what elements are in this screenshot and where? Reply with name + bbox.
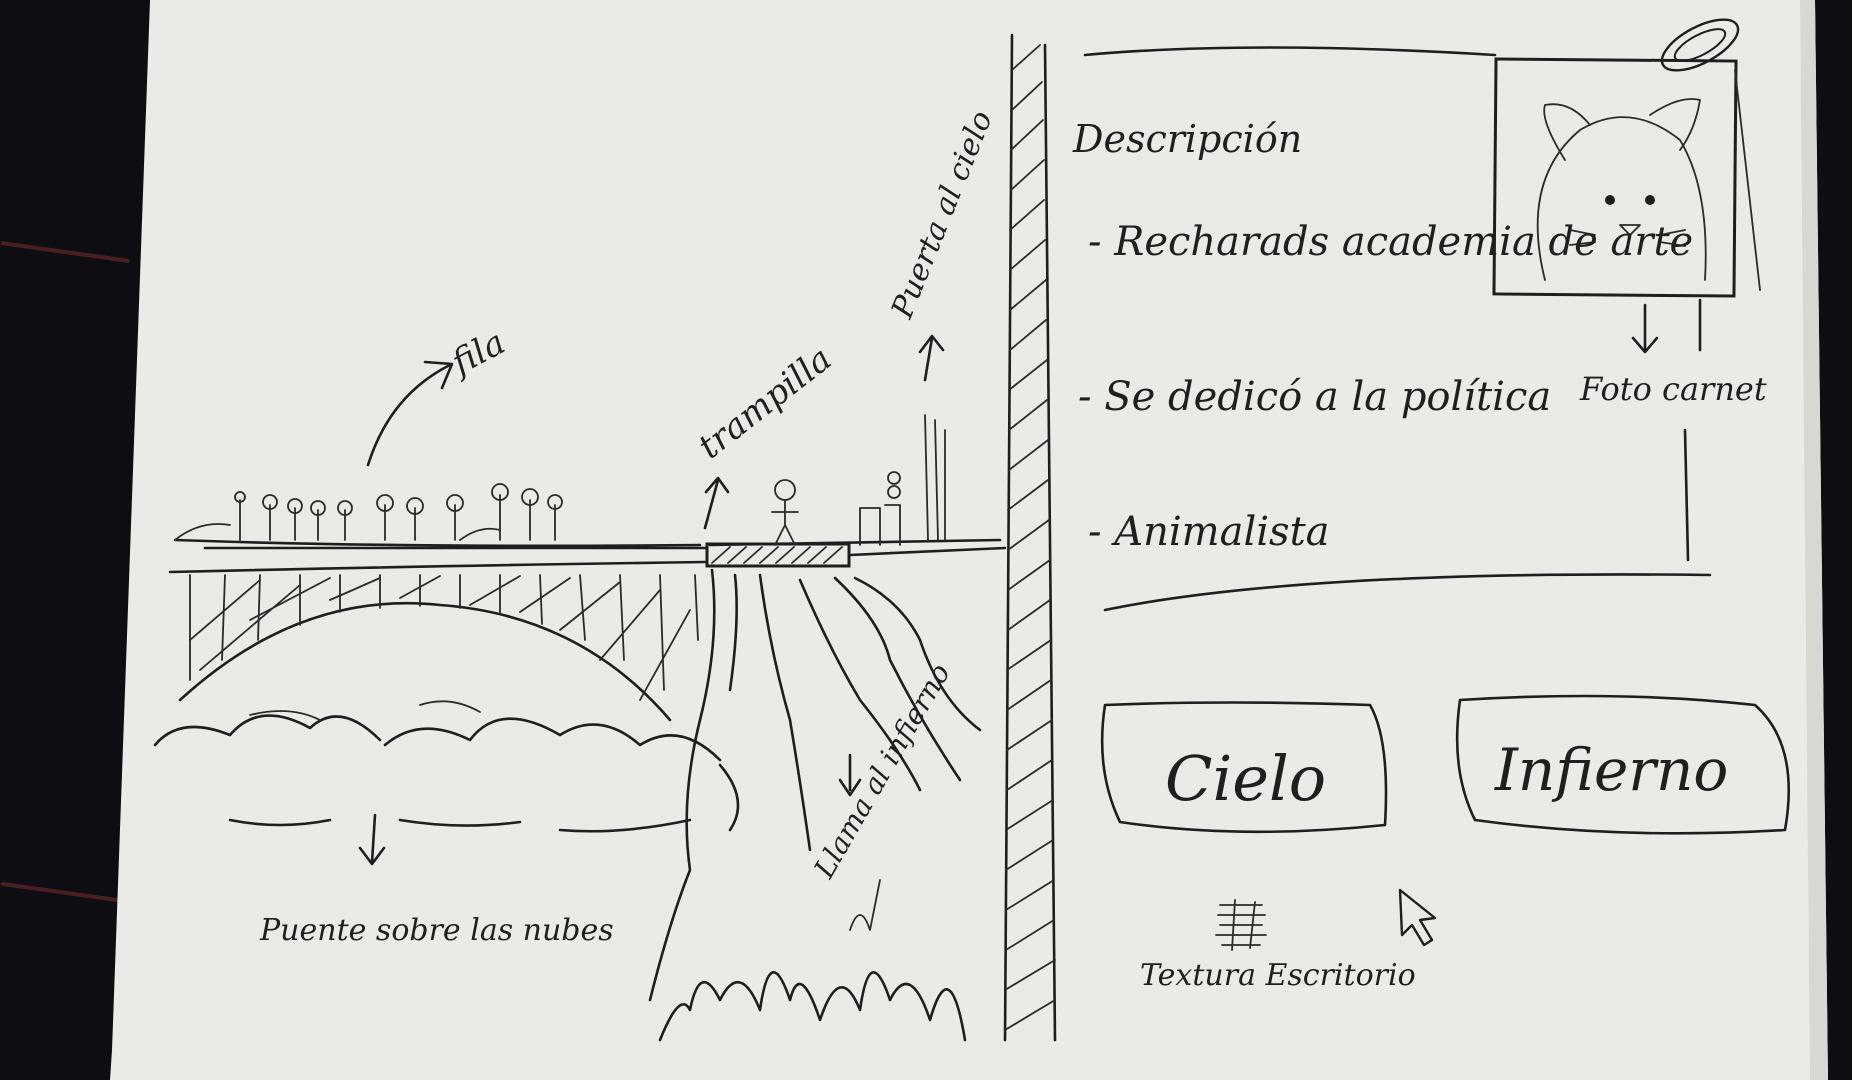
arrow-photo	[1631, 298, 1702, 354]
button-infierno-label[interactable]: Infierno	[1494, 736, 1728, 804]
arrow-fila	[366, 360, 454, 467]
queue-figures	[174, 483, 563, 541]
cliff-lines	[648, 568, 982, 1002]
divider-wall	[1003, 33, 1057, 1042]
trapdoor-shape	[705, 542, 851, 568]
mouse-cursor-icon	[1398, 888, 1437, 947]
description-heading: Descripción	[1072, 117, 1302, 161]
description-item-1: - Recharads academia de arte	[1088, 219, 1693, 265]
heaven-door-sketch	[859, 414, 946, 546]
paper-shadow-edge	[1800, 0, 1828, 1080]
description-frame	[1083, 46, 1712, 612]
bridge-arch	[178, 601, 672, 722]
label-puente: Puente sobre las nubes	[259, 913, 614, 948]
button-infierno[interactable]: Infierno	[1455, 694, 1791, 835]
clouds	[153, 714, 740, 833]
paperclip-icon	[1660, 18, 1740, 72]
arrow-trampilla	[703, 476, 730, 530]
bridge-deck	[168, 538, 707, 574]
button-cielo[interactable]: Cielo	[1100, 701, 1388, 834]
right-panel-mockup: Descripción - Recharads academia de arte…	[1072, 18, 1791, 993]
arrow-llama	[838, 753, 862, 797]
photo-frame	[1492, 57, 1738, 298]
button-cielo-label[interactable]: Cielo	[1165, 742, 1326, 815]
description-item-2: - Se dedicó a la política	[1078, 374, 1551, 420]
texture-label: Textura Escritorio	[1140, 958, 1416, 993]
description-item-3: - Animalista	[1088, 509, 1329, 555]
cat-portrait-icon	[1536, 98, 1707, 281]
figure-on-trapdoor	[771, 479, 799, 546]
arrow-puerta-cielo	[918, 334, 945, 382]
photo-label: Foto carnet	[1579, 370, 1767, 408]
flames	[658, 971, 967, 1042]
arrow-puente	[358, 813, 386, 866]
texture-icon	[1215, 899, 1267, 951]
